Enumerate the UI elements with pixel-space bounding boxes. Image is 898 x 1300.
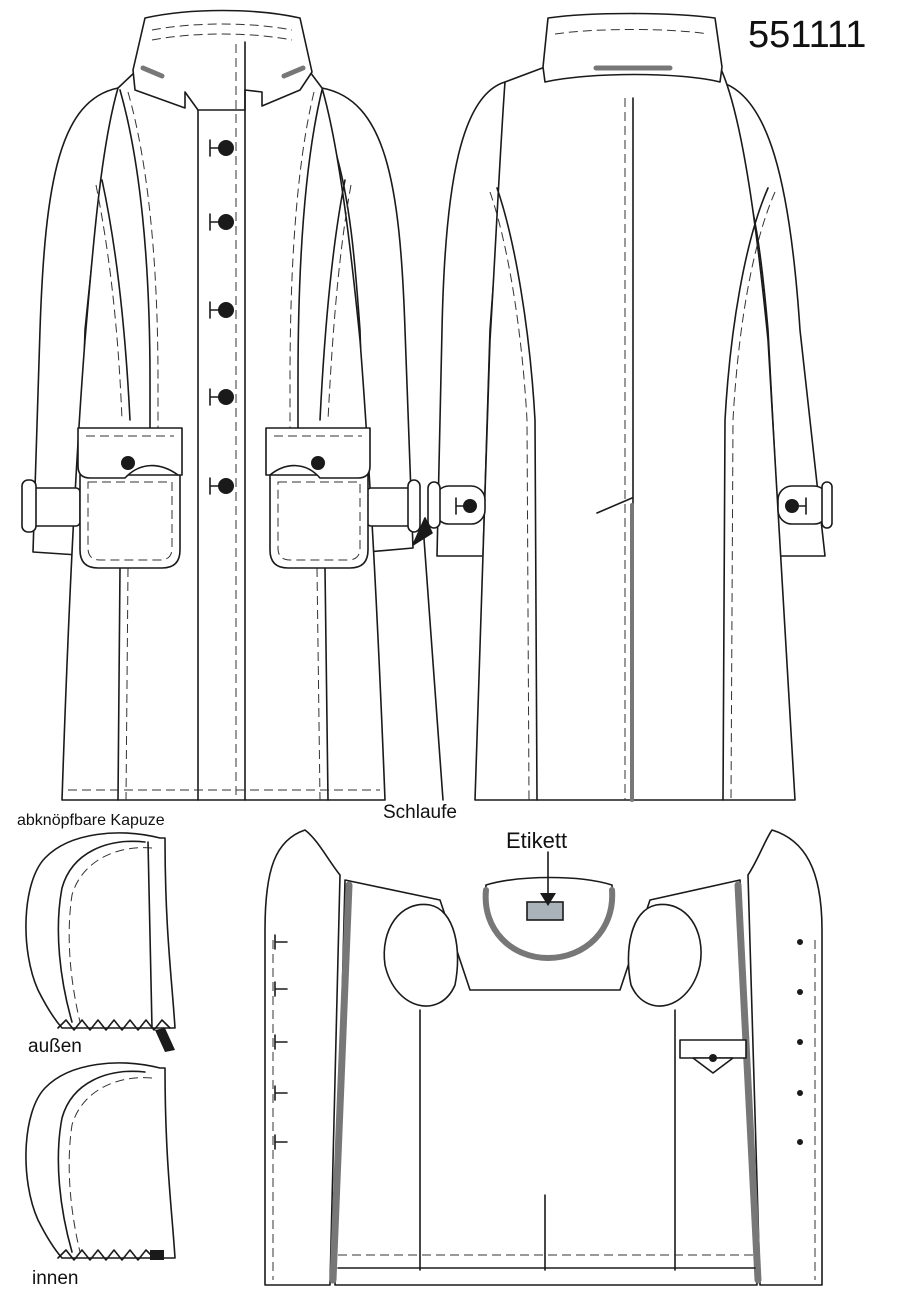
back-body	[474, 66, 796, 801]
front-right-sleeve	[321, 87, 414, 553]
outside-label: außen	[28, 1036, 82, 1057]
loop-pointer-line	[422, 524, 444, 801]
inside-right-front	[747, 829, 823, 1286]
front-right-pocket-flap	[265, 427, 371, 479]
front-collar	[132, 9, 313, 111]
hood-inside-view	[25, 1062, 176, 1261]
front-buttons	[121, 139, 325, 495]
front-left-pocket-flap	[77, 427, 183, 479]
model-number: 551111	[748, 14, 867, 56]
collar-hanger-tape-left	[140, 65, 165, 79]
front-body	[61, 71, 386, 801]
hood-outside-view	[25, 832, 176, 1052]
inside-label: innen	[32, 1268, 79, 1289]
inside-left-front	[264, 829, 341, 1286]
collar-hanger-tape-right	[281, 65, 306, 79]
back-collar	[542, 12, 723, 83]
coat-back-view	[427, 12, 833, 802]
label-tag-patch	[526, 901, 564, 921]
front-right-pocket	[269, 474, 369, 569]
loop-label: Schlaufe	[383, 802, 457, 823]
front-left-pocket	[79, 474, 181, 569]
coat-front-view	[21, 9, 433, 801]
label-tag-label: Etikett	[506, 828, 568, 853]
detachable-hood-label: abknöpfbare Kapuze	[17, 812, 165, 829]
coat-inside-view	[264, 829, 823, 1286]
